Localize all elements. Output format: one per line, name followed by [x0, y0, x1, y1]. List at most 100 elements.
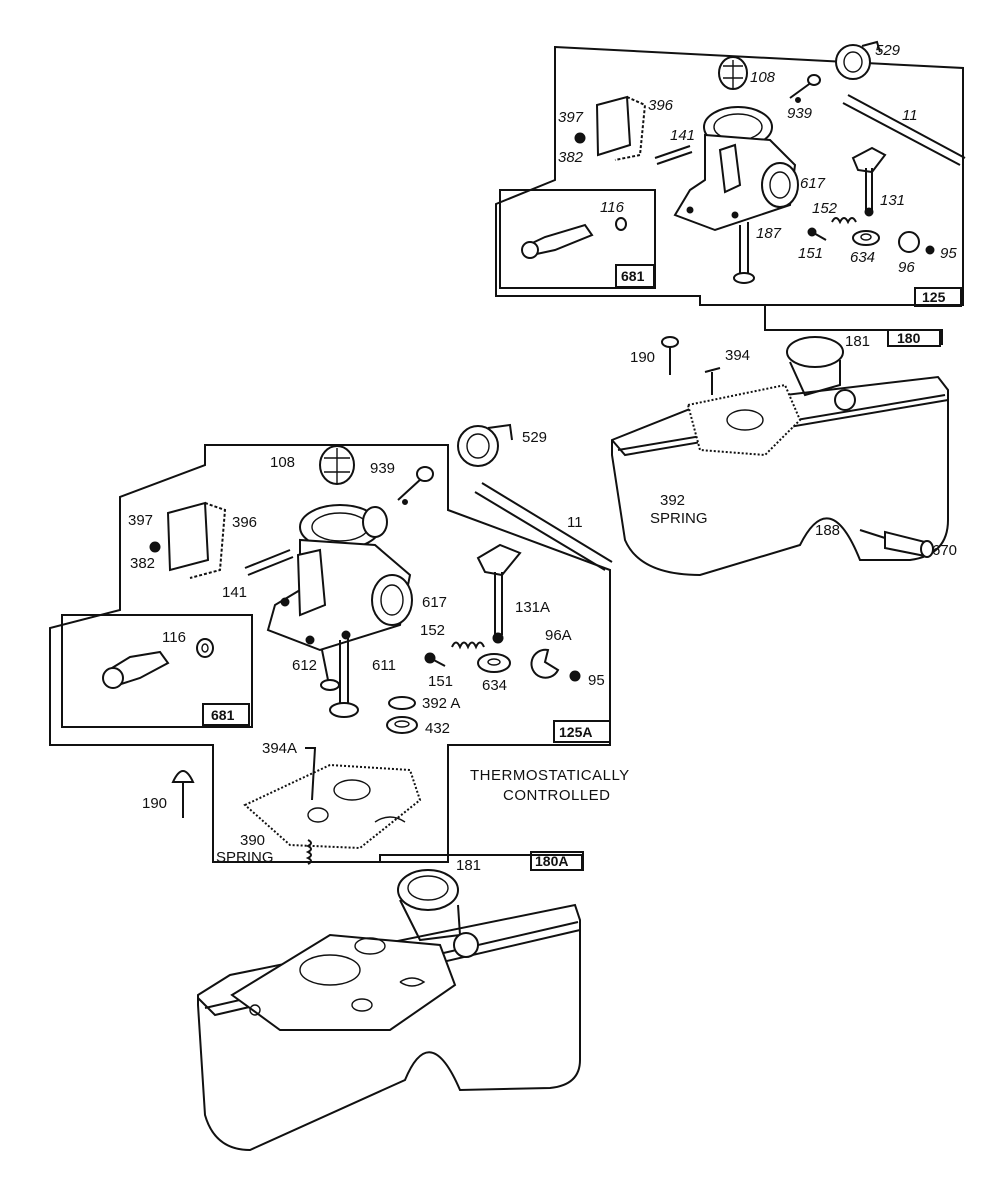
lower-part-432: [386, 716, 418, 734]
callout-l-612: 612: [292, 657, 317, 674]
lower-part-529: [457, 423, 513, 467]
callout-u-152: 152: [812, 200, 838, 217]
lower-tank: [197, 854, 583, 1152]
callout-l-131a: 131A: [515, 599, 550, 616]
upper-part-188: [859, 529, 886, 539]
callout-l-190: 190: [142, 795, 167, 812]
lower-assembly-outline: [49, 444, 611, 863]
callout-l-939: 939: [370, 460, 395, 477]
box-l-125a: 125A: [559, 724, 592, 740]
upper-part-152: [831, 217, 857, 225]
lower-carburetor: [266, 504, 413, 718]
lower-gasket-394a: [243, 763, 422, 850]
lower-part-141: [244, 549, 291, 569]
lower-part-397: [166, 501, 210, 572]
callout-l-152: 152: [420, 622, 445, 639]
callout-l-390: 390: [240, 832, 265, 849]
upper-part-96: [898, 231, 920, 253]
lower-spring-390: [305, 839, 312, 865]
callout-l-394a: 394A: [262, 740, 297, 757]
callout-u-11: 11: [902, 107, 918, 124]
upper-part-11: [847, 94, 966, 159]
upper-callouts: 529 108 939 11 397 396 382 141 617 131 1…: [558, 42, 962, 559]
callout-u-151: 151: [798, 245, 823, 262]
box-u-125: 125: [922, 289, 946, 305]
lower-part-116: [196, 638, 214, 658]
callout-l-108: 108: [270, 454, 295, 471]
callout-l-96a: 96A: [545, 627, 572, 644]
upper-assembly: [495, 40, 966, 306]
callout-l-392a: 392 A: [422, 695, 460, 712]
label-u-spring: SPRING: [650, 510, 708, 527]
upper-box-681-frame: [499, 189, 656, 289]
callout-l-432: 432: [425, 720, 450, 737]
lower-assembly: [49, 423, 613, 865]
lower-part-392a: [388, 696, 416, 710]
callout-l-181: 181: [456, 857, 481, 874]
callout-u-181: 181: [845, 333, 870, 350]
lower-part-96a: [530, 648, 560, 679]
callout-u-131: 131: [880, 192, 905, 209]
box-u-180: 180: [897, 330, 921, 346]
callout-l-151: 151: [428, 673, 453, 690]
callout-l-617: 617: [422, 594, 447, 611]
lower-part-108: [319, 445, 355, 485]
callout-l-611: 611: [372, 657, 396, 674]
callout-u-529: 529: [875, 42, 901, 59]
callout-u-141: 141: [670, 127, 695, 144]
upper-part-634: [852, 230, 880, 246]
box-l-180a: 180A: [535, 853, 568, 869]
lower-part-939: [397, 477, 423, 501]
lower-box-681-frame: [61, 614, 253, 728]
callout-u-382: 382: [558, 149, 584, 166]
upper-part-529: [835, 40, 881, 80]
upper-part-108: [718, 56, 748, 90]
thermostat-note: THERMOSTATICALLY CONTROLLED: [470, 767, 630, 804]
lower-callouts: 108 939 529 397 396 382 141 11 617 131A …: [128, 429, 611, 874]
callout-u-939: 939: [787, 105, 813, 122]
callout-u-188: 188: [815, 522, 840, 539]
lower-part-396: [189, 502, 227, 579]
callout-u-670: 670: [932, 542, 957, 559]
upper-assembly-outline: [495, 45, 964, 306]
callout-l-396: 396: [232, 514, 257, 531]
upper-part-181: [786, 336, 844, 368]
note-line-2: CONTROLLED: [503, 787, 611, 804]
upper-tank: [611, 305, 949, 577]
upper-tank-frame-180: [764, 305, 943, 345]
callout-l-382: 382: [130, 555, 155, 572]
callout-l-95: 95: [588, 672, 605, 689]
upper-carburetor: [673, 106, 799, 284]
note-line-1: THERMOSTATICALLY: [470, 767, 630, 784]
callout-u-617: 617: [800, 175, 826, 192]
lower-part-681-needle: [102, 650, 170, 689]
upper-part-397: [595, 95, 632, 157]
upper-part-681-needle: [521, 223, 594, 259]
upper-part-95: [925, 245, 935, 255]
lower-part-634: [477, 653, 511, 673]
callout-u-116: 116: [600, 199, 625, 216]
label-l-spring: SPRING: [216, 849, 274, 866]
callout-u-108: 108: [750, 69, 776, 86]
callout-l-116: 116: [162, 629, 186, 646]
upper-part-396: [614, 96, 647, 161]
lower-part-152: [451, 641, 485, 650]
callout-u-394: 394: [725, 347, 750, 364]
lower-part-11: [481, 482, 613, 563]
upper-gasket-394: [686, 383, 802, 457]
lower-part-95: [569, 670, 581, 682]
callout-u-95: 95: [940, 245, 957, 262]
upper-part-116: [615, 217, 627, 231]
upper-part-141: [654, 145, 691, 159]
callout-u-96: 96: [898, 259, 915, 276]
upper-part-939: [789, 81, 813, 99]
callout-u-190: 190: [630, 349, 655, 366]
box-u-681: 681: [621, 268, 645, 284]
upper-part-131: [851, 146, 887, 217]
callout-l-634: 634: [482, 677, 507, 694]
lower-part-131a: [476, 543, 522, 644]
box-l-681: 681: [211, 707, 235, 723]
callout-l-397: 397: [128, 512, 153, 529]
